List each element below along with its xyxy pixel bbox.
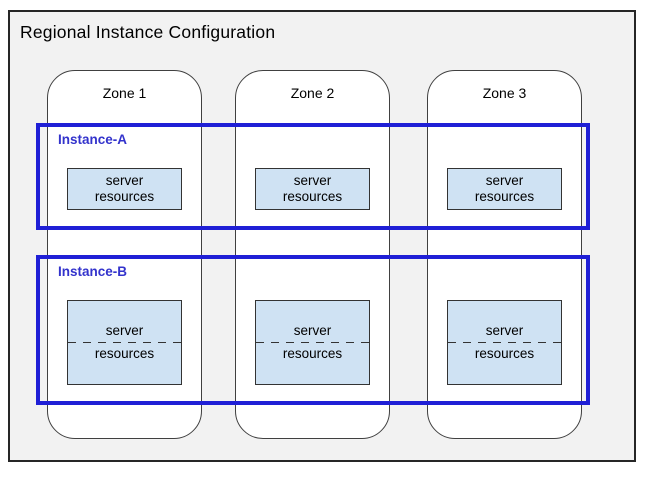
- instance-b-box: Instance-B: [36, 255, 590, 405]
- resource-label-line2: resources: [282, 346, 343, 361]
- server-resources-box-b-zone1: server resources: [67, 300, 182, 385]
- dashed-divider: [448, 342, 561, 343]
- resource-label-line2: resources: [474, 346, 535, 361]
- resource-label-line1: server: [105, 173, 144, 189]
- server-resources-box-b-zone3: server resources: [447, 300, 562, 385]
- instance-a-box: Instance-A: [36, 123, 590, 230]
- zone-1-label: Zone 1: [102, 85, 147, 101]
- server-resources-box-b-zone2: server resources: [255, 300, 370, 385]
- server-resources-box-a-zone1: server resources: [67, 168, 182, 210]
- diagram-title: Regional Instance Configuration: [20, 22, 276, 42]
- instance-a-label: Instance-A: [58, 132, 128, 147]
- server-resources-box-a-zone3: server resources: [447, 168, 562, 210]
- resource-label-line1: server: [485, 323, 524, 339]
- resource-label-line2: resources: [282, 189, 343, 204]
- instance-b-label: Instance-B: [58, 264, 128, 279]
- resource-label-line1: server: [293, 323, 332, 339]
- zone-2-label: Zone 2: [290, 85, 335, 101]
- resource-label-line1: server: [105, 323, 144, 339]
- dashed-divider: [68, 342, 181, 343]
- server-resources-box-a-zone2: server resources: [255, 168, 370, 210]
- resource-label-line2: resources: [474, 189, 535, 204]
- dashed-divider: [256, 342, 369, 343]
- region-container: Regional Instance Configuration Zone 1 Z…: [8, 10, 636, 462]
- resource-label-line1: server: [293, 173, 332, 189]
- resource-label-line2: resources: [94, 346, 155, 361]
- resource-label-line2: resources: [94, 189, 155, 204]
- resource-label-line1: server: [485, 173, 524, 189]
- zone-3-label: Zone 3: [482, 85, 527, 101]
